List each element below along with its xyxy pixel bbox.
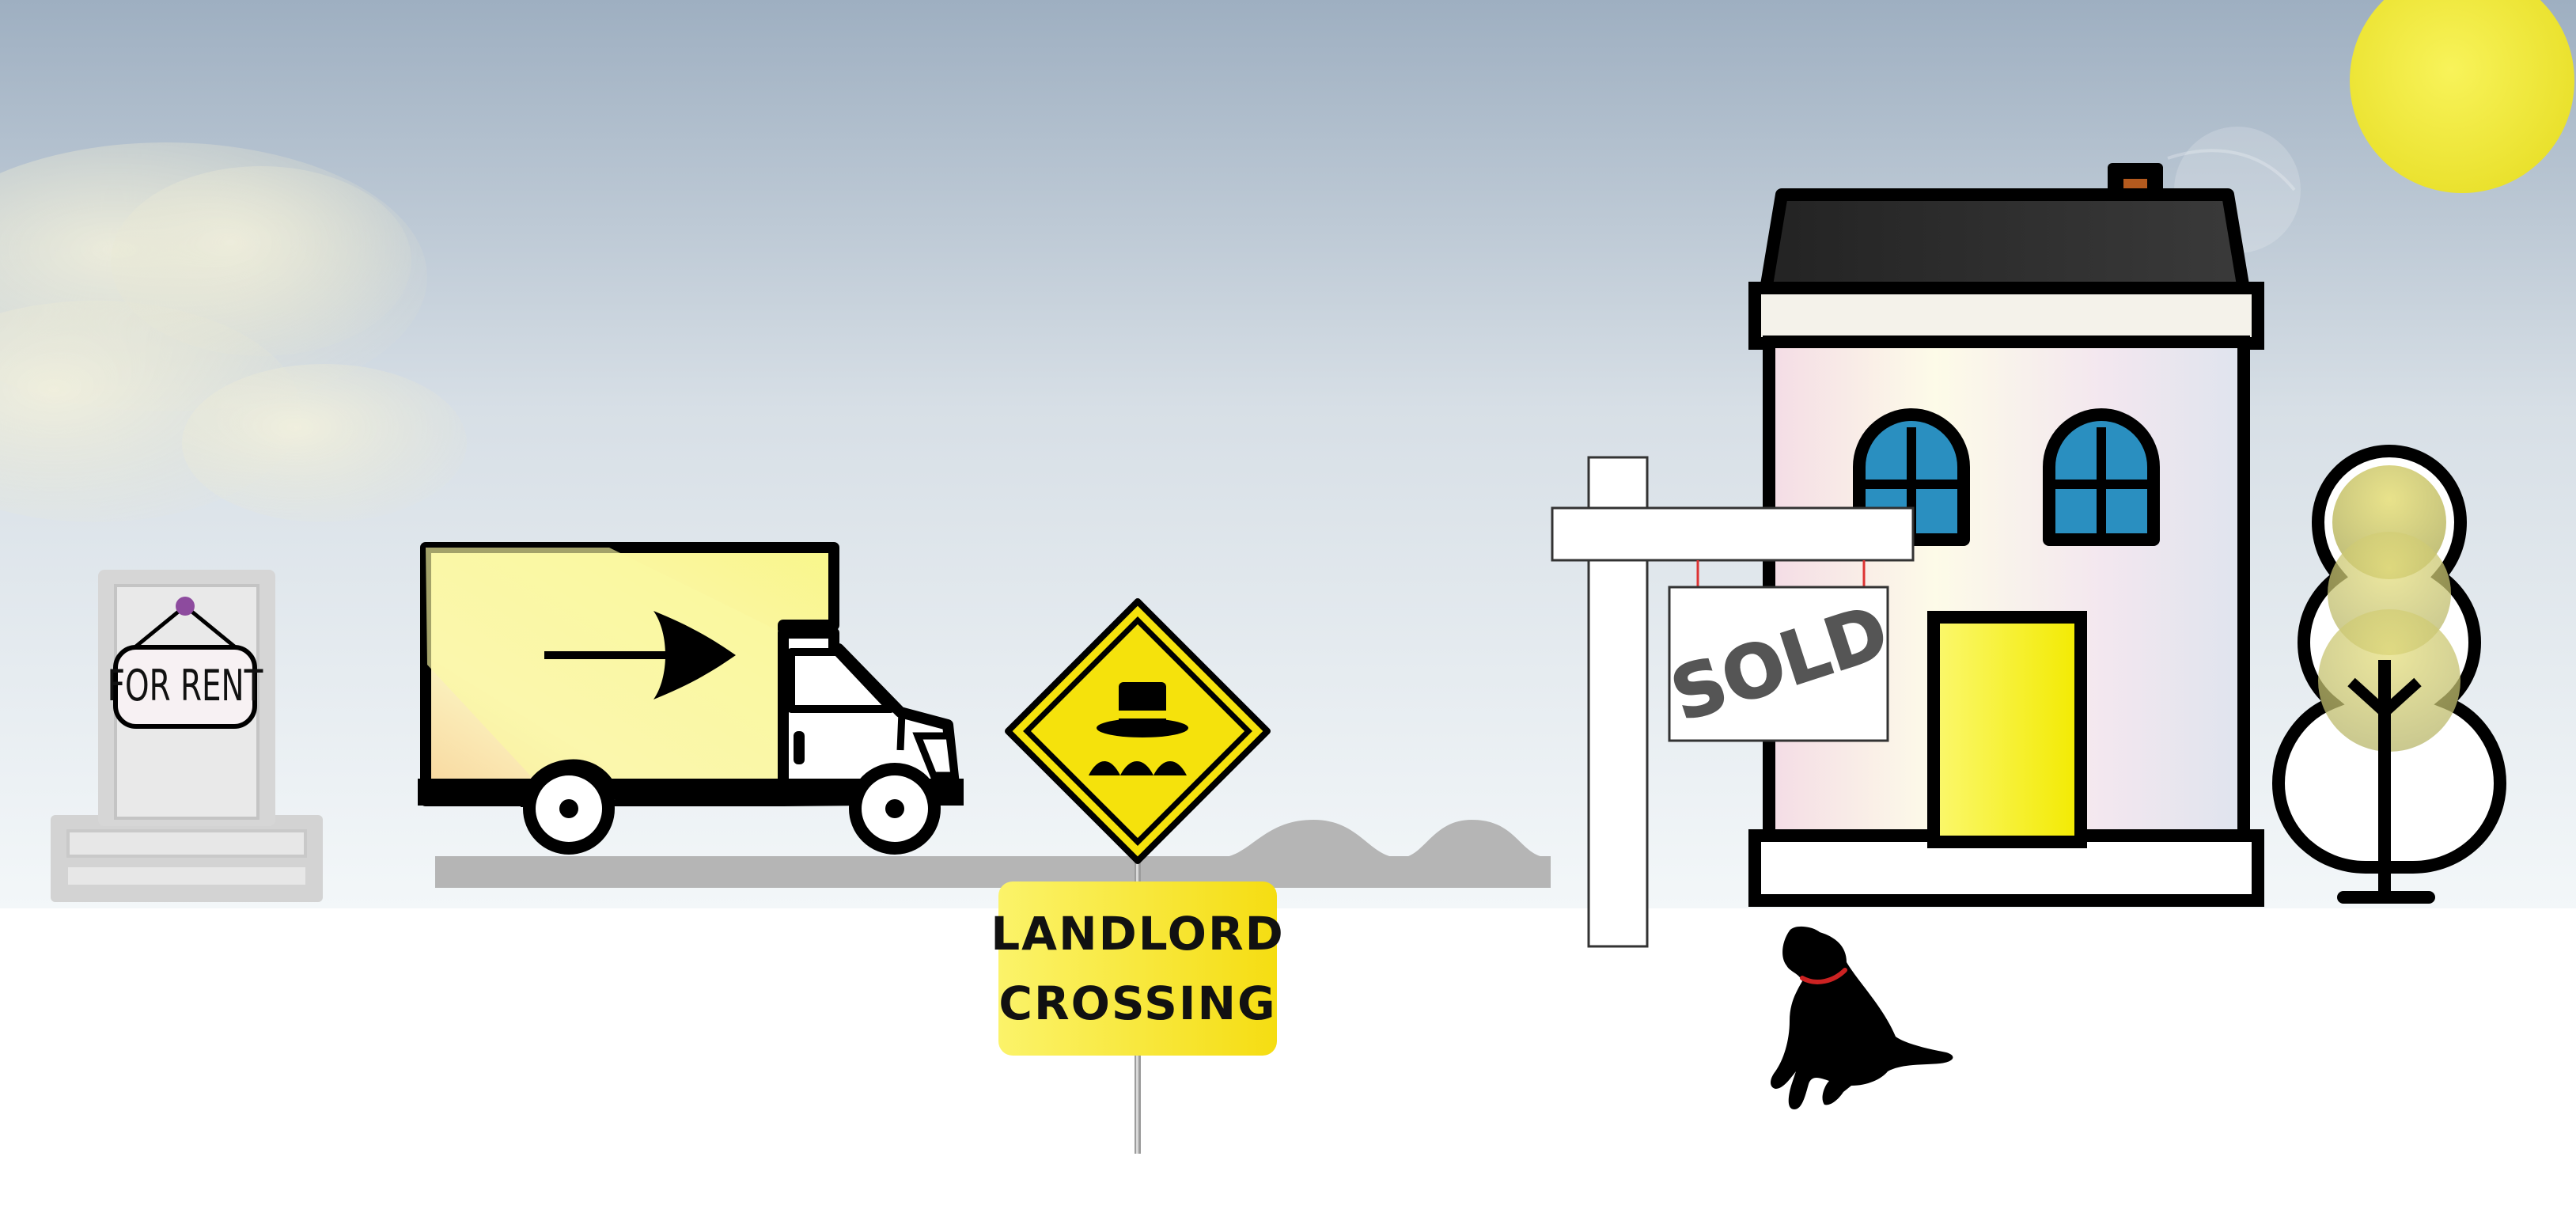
dog-silhouette-icon — [1771, 926, 1953, 1109]
road — [435, 820, 1551, 888]
for-rent-sign: FOR RENT — [108, 597, 263, 729]
rear-wheel — [521, 759, 620, 855]
top-hat-warning-icon — [1005, 598, 1271, 864]
front-wheel — [849, 763, 941, 855]
landlord-crossing-sign: LANDLORD CROSSING — [991, 598, 1285, 1154]
for-rent-text: FOR RENT — [108, 662, 263, 711]
moving-truck-icon — [418, 542, 964, 855]
sold-sign: SOLD — [1551, 456, 1915, 948]
crossing-line1: LANDLORD — [991, 907, 1285, 961]
house-icon — [1748, 149, 2296, 907]
window-right — [2043, 408, 2160, 546]
cloud-icon — [0, 142, 467, 522]
ground — [0, 908, 2576, 1217]
crossing-line2: CROSSING — [998, 976, 1276, 1030]
front-door — [1927, 611, 2087, 848]
tree-icon — [2271, 444, 2507, 904]
dog-collar — [1800, 968, 1847, 984]
